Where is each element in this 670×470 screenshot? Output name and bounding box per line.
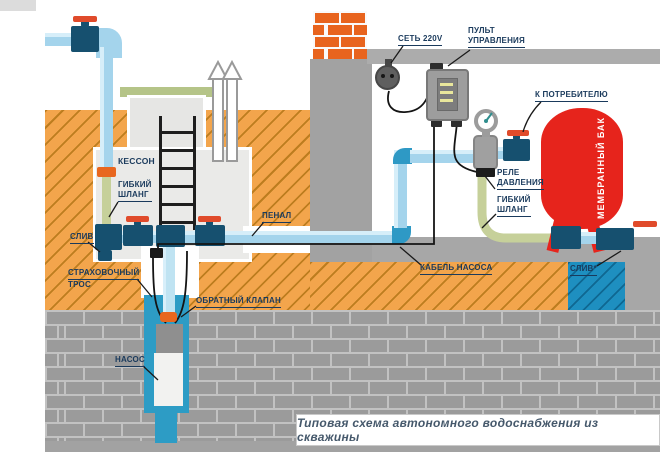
check-valve xyxy=(160,312,177,322)
pipe-coupling xyxy=(97,167,116,177)
gauge-stem xyxy=(482,131,490,137)
safety-rope-right xyxy=(174,250,188,324)
pipe-to-relay xyxy=(410,150,474,163)
label-drain-left: СЛИВ xyxy=(70,232,94,244)
concrete-block-right xyxy=(625,262,660,310)
flexible-hose-right xyxy=(477,170,553,243)
valve1-stem xyxy=(134,219,141,226)
flexible-hose-left xyxy=(102,177,111,231)
leader-pump xyxy=(142,365,159,381)
panel-connector-top xyxy=(430,63,443,71)
house-wall xyxy=(310,59,372,262)
cable-gland xyxy=(150,248,163,258)
leader-power xyxy=(390,45,404,64)
pressure-relay-base xyxy=(476,168,495,177)
caisson-lid xyxy=(120,87,213,97)
riser-pipe-caisson xyxy=(100,47,113,173)
outlet-mount xyxy=(385,59,392,66)
leader-drain-left xyxy=(87,241,101,253)
consumer-valve-stem xyxy=(513,134,520,140)
well-bottom-pipe xyxy=(155,413,177,443)
panel-connector-bottom-right xyxy=(451,119,462,127)
pipe-stub-consumer xyxy=(496,147,504,159)
faucet-valve-body xyxy=(71,26,99,52)
relay-cable xyxy=(453,121,478,173)
consumer-valve-body xyxy=(503,139,530,161)
leader-to-consumer xyxy=(522,101,542,133)
label-penal: ПЕНАЛ xyxy=(262,211,292,223)
manifold-tee xyxy=(156,225,185,247)
consumer-valve-handle xyxy=(507,130,529,136)
leader-penal xyxy=(251,221,265,237)
valve2-stem xyxy=(206,219,213,226)
label-pump-cable: КАБЕЛЬ НАСОСА xyxy=(420,263,493,275)
ladder xyxy=(159,116,196,230)
drain-pit xyxy=(568,262,625,310)
label-drain-right: СЛИВ* xyxy=(570,264,597,276)
label-kesson: КЕССОН xyxy=(118,156,155,166)
membrane-tank xyxy=(541,108,623,229)
pipe-elbow-bottom xyxy=(392,226,411,244)
valve2-body xyxy=(195,225,225,246)
faucet-valve-stem xyxy=(81,20,89,27)
leader-check-valve xyxy=(180,305,197,318)
leader-hose-right xyxy=(481,213,497,229)
pressure-gauge xyxy=(474,109,498,133)
faucet-pipe xyxy=(45,33,72,46)
leader-pump-cable xyxy=(399,246,422,266)
faucet-valve-handle xyxy=(73,16,97,22)
leader-safety-rope xyxy=(136,278,153,298)
ground-right xyxy=(310,262,568,310)
power-outlet xyxy=(375,65,400,90)
rock-bottom-edge xyxy=(45,441,660,452)
leader-pressure-relay xyxy=(484,175,496,190)
brick-chimney xyxy=(313,11,367,60)
corner-artifact xyxy=(0,0,36,11)
drain-valve-handle xyxy=(633,221,657,227)
vent-cap-left xyxy=(207,59,229,80)
pump-body xyxy=(154,353,183,406)
caption-box: Типовая схема автономного водоснабжения … xyxy=(296,414,660,446)
gauge-center xyxy=(484,119,488,123)
drop-pipe xyxy=(163,242,175,319)
panel-connector-bottom-left xyxy=(431,119,442,127)
control-panel-screen-text xyxy=(440,83,453,105)
drain-fitting-left xyxy=(98,250,112,261)
label-pump: НАСОС xyxy=(115,355,145,367)
leader-control-panel xyxy=(447,49,471,67)
pipe-riser xyxy=(394,150,407,228)
valve1-body xyxy=(123,225,153,246)
caption-text: Типовая схема автономного водоснабжения … xyxy=(297,416,599,444)
pump-head xyxy=(156,324,183,353)
label-power: СЕТЬ 220V xyxy=(398,34,443,46)
label-to-consumer: К ПОТРЕБИТЕЛЮ xyxy=(535,90,608,102)
tank-drain-stub xyxy=(581,232,596,244)
pipe-elbow-top xyxy=(393,148,412,164)
valve2-handle xyxy=(198,216,221,222)
manifold-left-fitting xyxy=(95,224,122,250)
outlet-hole-left xyxy=(381,74,385,78)
vent-cap-right xyxy=(221,59,243,80)
label-check-valve: ОБРАТНЫЙ КЛАПАН xyxy=(196,296,281,308)
leader-drain-right xyxy=(596,250,622,267)
tank-fitting xyxy=(551,226,581,249)
ceiling-beam xyxy=(367,49,660,64)
outlet-hole-right xyxy=(390,74,394,78)
leader-hose-left xyxy=(108,201,119,218)
drain-valve-body xyxy=(596,228,634,250)
valve1-handle xyxy=(126,216,149,222)
